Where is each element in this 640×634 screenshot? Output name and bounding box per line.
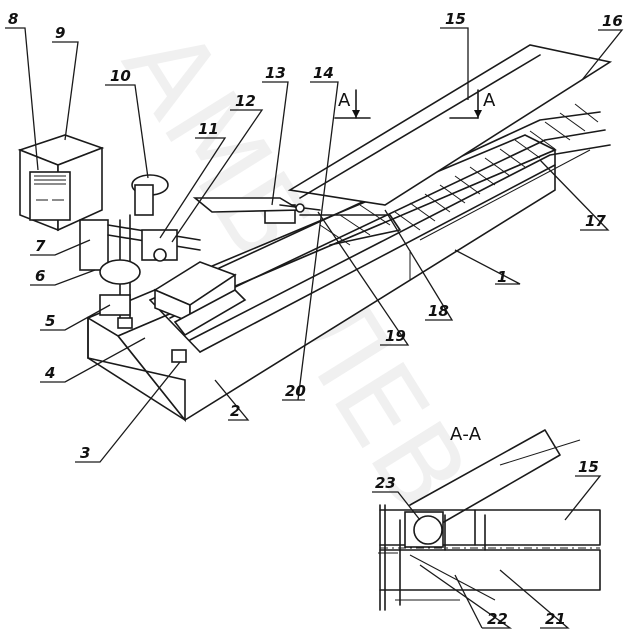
leader-lines: [5, 27, 624, 629]
callout-8: 8: [8, 10, 18, 28]
callout-labels: 1 2 3 4 5 6 7 8 9 10 11 12 13 14 15 16 1…: [8, 10, 623, 628]
callout-2: 2: [230, 402, 240, 420]
callout-17: 17: [585, 212, 606, 230]
section-view: А-А: [378, 424, 601, 611]
mechanism: [79, 174, 321, 363]
callout-14: 14: [313, 64, 334, 82]
callout-5: 5: [45, 312, 55, 330]
section-marker-left: А: [334, 89, 371, 119]
callout-12: 12: [235, 92, 256, 110]
callout-15: 15: [445, 10, 466, 28]
callout-11: 11: [198, 120, 219, 138]
callout-9: 9: [55, 24, 65, 42]
callout-7: 7: [35, 237, 46, 255]
callout-23: 23: [375, 474, 396, 492]
callout-19: 19: [385, 327, 406, 345]
callout-4: 4: [44, 364, 55, 382]
callout-21: 21: [545, 610, 566, 628]
callout-18: 18: [428, 302, 449, 320]
section-arrow-label: А: [338, 90, 351, 111]
callout-13: 13: [265, 64, 286, 82]
callout-20: 20: [285, 382, 306, 400]
callout-1: 1: [497, 268, 507, 286]
callout-6: 6: [35, 267, 45, 285]
section-title: А-А: [450, 424, 482, 445]
conveyor-slats: [319, 103, 599, 246]
callout-15-inset: 15: [578, 458, 599, 476]
carriage: [153, 204, 296, 337]
callout-10: 10: [110, 67, 131, 85]
section-arrow-label: А: [483, 90, 496, 111]
control-cabinet: [17, 134, 105, 232]
callout-22: 22: [487, 610, 508, 628]
callout-3: 3: [80, 444, 90, 462]
section-marker-right: А: [449, 89, 496, 119]
callout-16: 16: [602, 12, 623, 30]
